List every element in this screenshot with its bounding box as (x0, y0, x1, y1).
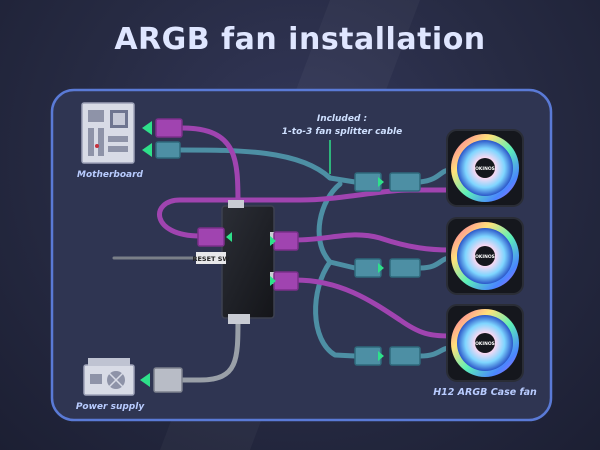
diagram-panel (50, 88, 553, 422)
argb-cable-hub-to-fan-1 (157, 187, 453, 239)
fan-icon: OKINOS (446, 217, 524, 295)
sata-power-connector (153, 367, 183, 393)
arrow-icon (226, 232, 232, 242)
arrow-icon (270, 236, 276, 246)
motherboard-icon (81, 102, 135, 164)
power-cable (177, 315, 241, 383)
fan-cable-splitter-branch-3 (313, 259, 358, 359)
reset-switch-label: RESET SW (192, 255, 229, 263)
fan-connector-motherboard (155, 141, 181, 159)
cables (112, 125, 453, 383)
arrow-icon (270, 276, 276, 286)
case-fan-label: H12 ARGB Case fan (433, 387, 537, 398)
page-title: ARGB fan installation (114, 22, 486, 57)
fan-logo-text: OKINOS (475, 166, 495, 172)
fan-icon: OKINOS (446, 304, 524, 382)
fan-splitter-connectors (354, 172, 421, 366)
argb-connector-motherboard (155, 118, 183, 138)
annotation-line-1: Included : (317, 114, 367, 124)
fan-logo-text: OKINOS (475, 341, 495, 347)
argb-cable-hub-to-fan-2 (292, 232, 453, 253)
argb-cable-hub-to-fan-3 (292, 277, 453, 339)
arrow-icon (142, 143, 152, 157)
fan-cable-motherboard-to-splitter (177, 147, 358, 185)
fan-logo-text: OKINOS (475, 254, 495, 260)
argb-connector-hub-out-1 (273, 231, 299, 251)
argb-connector-hub-out-2 (273, 271, 299, 291)
annotation-line-2: 1-to-3 fan splitter cable (282, 127, 402, 137)
arrow-icon (140, 373, 150, 387)
argb-cable-motherboard-to-hub (179, 125, 241, 209)
power-supply-label: Power supply (76, 402, 146, 412)
power-supply-icon (83, 358, 135, 396)
reset-switch-tag (196, 252, 226, 264)
fan-icon: OKINOS (446, 129, 524, 207)
arrow-icon (142, 121, 152, 135)
argb-connector-hub-in (197, 227, 225, 247)
motherboard-label: Motherboard (77, 170, 144, 180)
